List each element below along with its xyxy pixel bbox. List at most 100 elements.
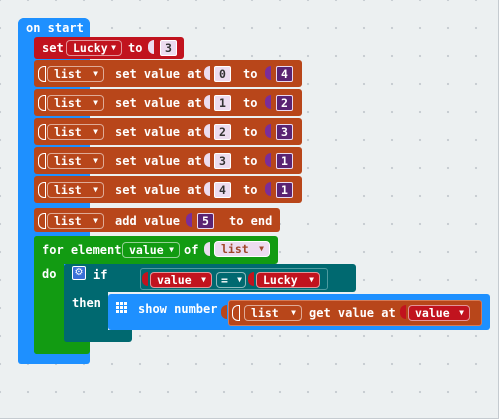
value-input[interactable]: 2 bbox=[276, 95, 293, 111]
list-dropdown[interactable]: list ▼ bbox=[47, 213, 104, 229]
input-notch bbox=[38, 182, 46, 198]
list-dropdown[interactable]: list ▼ bbox=[47, 95, 104, 111]
chevron-down-icon: ▼ bbox=[291, 308, 296, 317]
to-label: to bbox=[243, 67, 258, 81]
input-notch bbox=[204, 153, 210, 167]
input-notch bbox=[265, 153, 271, 167]
left-variable-name: value bbox=[157, 273, 192, 287]
to-label: to bbox=[243, 183, 258, 197]
left-variable-dropdown[interactable]: value ▼ bbox=[150, 272, 212, 288]
list-name: list bbox=[54, 96, 82, 110]
set-value-at-label: set value at bbox=[115, 67, 202, 81]
value-input[interactable]: 1 bbox=[276, 153, 293, 169]
variable-name: Lucky bbox=[73, 41, 108, 55]
on-start-label: on start bbox=[26, 21, 84, 35]
gear-icon[interactable]: ⚙ bbox=[72, 266, 86, 280]
list-dropdown[interactable]: list ▼ bbox=[47, 153, 104, 169]
index-input[interactable]: 0 bbox=[214, 66, 231, 82]
show-number-label: show number bbox=[138, 302, 218, 316]
value-input[interactable]: 4 bbox=[276, 66, 293, 82]
input-notch bbox=[38, 213, 46, 229]
chevron-down-icon: ▼ bbox=[93, 98, 98, 107]
list-name: list bbox=[54, 214, 82, 228]
input-notch bbox=[248, 272, 254, 286]
list-dropdown[interactable]: list ▼ bbox=[47, 182, 104, 198]
chevron-down-icon: ▼ bbox=[111, 43, 116, 52]
list-name: list bbox=[251, 306, 279, 320]
chevron-down-icon: ▼ bbox=[93, 127, 98, 136]
index-input[interactable]: 1 bbox=[214, 95, 231, 111]
chevron-down-icon: ▼ bbox=[201, 275, 206, 284]
value-input[interactable]: 3 bbox=[276, 124, 293, 140]
to-label: to bbox=[128, 41, 143, 55]
set-value-at-label: set value at bbox=[115, 154, 202, 168]
right-variable-name: Lucky bbox=[263, 273, 298, 287]
variable-dropdown[interactable]: Lucky▼ bbox=[66, 40, 122, 56]
input-notch bbox=[400, 305, 406, 319]
number-input[interactable]: 5 bbox=[197, 213, 214, 229]
input-notch bbox=[38, 95, 46, 111]
loop-variable-dropdown[interactable]: value ▼ bbox=[122, 242, 180, 258]
input-notch bbox=[148, 40, 154, 54]
index-input[interactable]: 2 bbox=[214, 124, 231, 140]
input-notch bbox=[265, 66, 271, 80]
list-name: list bbox=[221, 242, 249, 256]
chevron-down-icon: ▼ bbox=[237, 275, 242, 284]
list-dropdown[interactable]: list ▼ bbox=[214, 241, 270, 257]
input-notch bbox=[204, 124, 210, 138]
then-label: then bbox=[72, 296, 101, 310]
list-dropdown[interactable]: list ▼ bbox=[47, 124, 104, 140]
number-input[interactable]: 3 bbox=[160, 40, 177, 56]
chevron-down-icon: ▼ bbox=[459, 308, 464, 317]
input-notch bbox=[232, 305, 240, 321]
input-notch bbox=[265, 124, 271, 138]
chevron-down-icon: ▼ bbox=[309, 275, 314, 284]
index-variable-name: value bbox=[415, 306, 450, 320]
operator-dropdown[interactable]: =▼ bbox=[216, 272, 246, 288]
list-name: list bbox=[54, 183, 82, 197]
index-input[interactable]: 3 bbox=[214, 153, 231, 169]
set-value-at-label: set value at bbox=[115, 183, 202, 197]
value-input[interactable]: 1 bbox=[276, 182, 293, 198]
right-variable-dropdown[interactable]: Lucky ▼ bbox=[256, 272, 320, 288]
to-label: to bbox=[243, 125, 258, 139]
of-label: of bbox=[184, 243, 199, 257]
index-variable-dropdown[interactable]: value ▼ bbox=[408, 305, 470, 321]
input-notch bbox=[142, 272, 148, 286]
add-value-label: add value bbox=[115, 214, 181, 228]
list-name: list bbox=[54, 125, 82, 139]
set-value-at-label: set value at bbox=[115, 125, 202, 139]
to-end-label: to end bbox=[229, 214, 273, 228]
list-name: list bbox=[54, 154, 82, 168]
list-dropdown[interactable]: list ▼ bbox=[47, 66, 104, 82]
input-notch bbox=[204, 182, 210, 196]
set-value-at-label: set value at bbox=[115, 96, 202, 110]
chevron-down-icon: ▼ bbox=[169, 245, 174, 254]
for-element-label: for element bbox=[42, 243, 122, 257]
list-name: list bbox=[54, 67, 82, 81]
input-notch bbox=[38, 153, 46, 169]
input-notch bbox=[265, 182, 271, 196]
list-dropdown[interactable]: list ▼ bbox=[244, 305, 302, 321]
loop-variable-name: value bbox=[129, 243, 164, 257]
input-notch bbox=[204, 242, 210, 256]
input-notch bbox=[38, 124, 46, 140]
chevron-down-icon: ▼ bbox=[93, 69, 98, 78]
input-notch bbox=[186, 213, 192, 227]
input-notch bbox=[221, 305, 227, 319]
chevron-down-icon: ▼ bbox=[93, 156, 98, 165]
input-notch bbox=[38, 66, 46, 82]
to-label: to bbox=[243, 96, 258, 110]
input-notch bbox=[204, 95, 210, 109]
chevron-down-icon: ▼ bbox=[93, 216, 98, 225]
set-label: set bbox=[42, 41, 64, 55]
grid-icon bbox=[116, 302, 128, 314]
chevron-down-icon: ▼ bbox=[93, 185, 98, 194]
index-input[interactable]: 4 bbox=[214, 182, 231, 198]
operator: = bbox=[221, 273, 228, 287]
chevron-down-icon: ▼ bbox=[259, 244, 264, 253]
if-label: if bbox=[93, 268, 108, 282]
input-notch bbox=[204, 66, 210, 80]
to-label: to bbox=[243, 154, 258, 168]
get-value-label: get value at bbox=[309, 306, 396, 320]
